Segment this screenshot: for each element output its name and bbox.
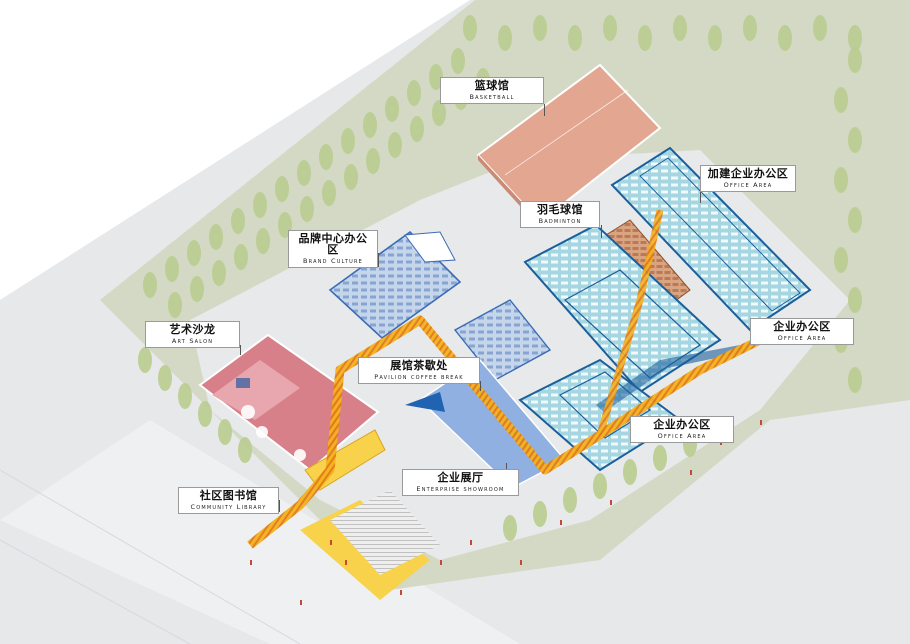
tree — [498, 25, 512, 51]
tree — [407, 80, 421, 106]
tree — [300, 196, 314, 222]
pedestrian — [560, 520, 562, 525]
tree — [653, 445, 667, 471]
pedestrian-group — [250, 420, 762, 605]
tree — [451, 48, 465, 74]
tree — [673, 15, 687, 41]
pedestrian — [610, 500, 612, 505]
leader-jiajian — [700, 189, 701, 203]
tree — [708, 25, 722, 51]
tree — [834, 167, 848, 193]
tree — [158, 365, 172, 391]
leader-badminton — [601, 225, 602, 238]
leader-library — [279, 500, 280, 512]
pedestrian — [690, 470, 692, 475]
tree — [813, 15, 827, 41]
tree — [848, 287, 862, 313]
label-pavilion: 展馆茶歇处 Pavilion coffee break — [358, 357, 480, 384]
tree — [638, 25, 652, 51]
tree — [168, 292, 182, 318]
tree — [848, 127, 862, 153]
pedestrian — [250, 560, 252, 565]
tree — [165, 256, 179, 282]
label-art-salon: 艺术沙龙 Art Salon — [145, 321, 240, 348]
tree — [432, 100, 446, 126]
tree — [341, 128, 355, 154]
tree — [218, 419, 232, 445]
label-office-mid: 企业办公区 Office Area — [630, 416, 734, 443]
tree — [848, 25, 862, 51]
tree — [363, 112, 377, 138]
pedestrian — [400, 590, 402, 595]
added-office-block — [610, 146, 812, 332]
pedestrian — [470, 540, 472, 545]
tree — [623, 459, 637, 485]
tree — [231, 208, 245, 234]
tree — [834, 247, 848, 273]
tree — [322, 180, 336, 206]
pedestrian — [760, 420, 762, 425]
tree — [238, 437, 252, 463]
tree — [275, 176, 289, 202]
pedestrian — [345, 560, 347, 565]
tree — [209, 224, 223, 250]
label-office-right: 企业办公区 Office Area — [750, 318, 854, 345]
tree — [593, 473, 607, 499]
entrance-steps — [330, 490, 440, 575]
label-badminton: 羽毛球馆 Badminton — [520, 201, 600, 228]
tree — [568, 25, 582, 51]
tree — [344, 164, 358, 190]
tree — [297, 160, 311, 186]
tree — [563, 487, 577, 513]
pedestrian — [330, 540, 332, 545]
tree — [848, 207, 862, 233]
tree-group — [138, 15, 862, 541]
leader-basketball — [544, 104, 545, 116]
tree — [366, 148, 380, 174]
tree — [834, 87, 848, 113]
pedestrian — [300, 600, 302, 605]
pedestrian — [720, 440, 722, 445]
tree — [603, 15, 617, 41]
label-basketball: 篮球馆 Basketball — [440, 77, 544, 104]
tree — [463, 15, 477, 41]
label-showroom: 企业展厅 Enterprise showroom — [402, 469, 519, 496]
label-brand-culture: 品牌中心办公区 Brand Culture — [288, 230, 378, 268]
tree — [138, 347, 152, 373]
tree — [778, 25, 792, 51]
leader-pavilion — [480, 381, 481, 391]
tree — [533, 501, 547, 527]
tree — [385, 96, 399, 122]
tree — [256, 228, 270, 254]
leader-brand — [378, 253, 379, 267]
tree — [187, 240, 201, 266]
label-library: 社区图书馆 Community Library — [178, 487, 279, 514]
tree — [429, 64, 443, 90]
tree — [190, 276, 204, 302]
tree — [253, 192, 267, 218]
leader-art — [240, 345, 241, 355]
tree — [143, 272, 157, 298]
tree — [178, 383, 192, 409]
tree — [503, 515, 517, 541]
tree — [319, 144, 333, 170]
label-added-office: 加建企业办公区 Office Area — [700, 165, 796, 192]
tree — [410, 116, 424, 142]
tree — [198, 401, 212, 427]
tree — [388, 132, 402, 158]
tree — [234, 244, 248, 270]
pedestrian — [520, 560, 522, 565]
tree — [743, 15, 757, 41]
circulation-route — [247, 315, 763, 549]
tree — [848, 367, 862, 393]
tree — [212, 260, 226, 286]
tree — [848, 47, 862, 73]
office-building-right — [523, 223, 722, 394]
pedestrian — [440, 560, 442, 565]
tree — [533, 15, 547, 41]
